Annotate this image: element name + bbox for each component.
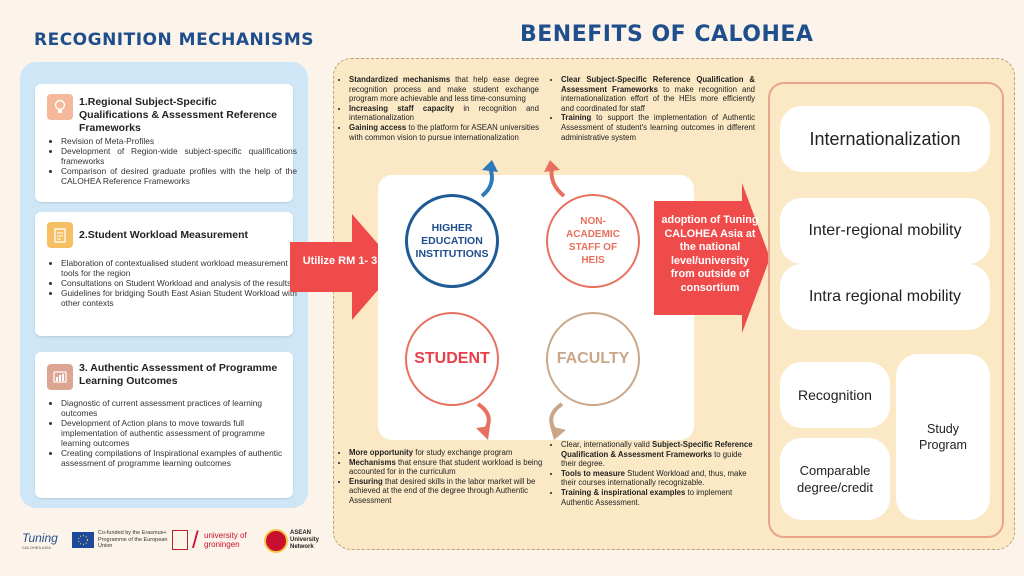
document-icon — [47, 222, 73, 248]
faculty-circle: FACULTY — [546, 312, 640, 406]
adoption-arrow — [654, 183, 770, 333]
list-item: Guidelines for bridging South East Asian… — [61, 288, 297, 308]
benefit-item: Gaining access to the platform for ASEAN… — [349, 123, 539, 142]
benefit-item: Training to support the implementation o… — [561, 113, 755, 142]
benefit-item: Training & inspirational examples to imp… — [561, 488, 753, 507]
benefit-item: Standardized mechanisms that help ease d… — [349, 75, 539, 104]
list-item: Diagnostic of current assessment practic… — [61, 398, 297, 418]
mechanism-card-1: 1.Regional Subject-Specific Qualificatio… — [35, 84, 297, 202]
faculty-curved-arrow — [549, 402, 566, 440]
outcome-inter-regional-mobility: Inter-regional mobility — [780, 198, 990, 264]
hei-curved-arrow — [480, 160, 498, 198]
outcome-comparable-degree: Comparable degree/credit — [780, 438, 890, 520]
lightbulb-icon — [47, 94, 73, 120]
list-item: Revision of Meta-Profiles — [61, 136, 297, 146]
hei-circle: HIGHER EDUCATION INSTITUTIONS — [405, 194, 499, 288]
benefit-item: Clear, internationally valid Subject-Spe… — [561, 440, 753, 469]
list-item: Comparison of desired graduate profiles … — [61, 166, 297, 186]
mechanism-title-1: 1.Regional Subject-Specific Qualificatio… — [79, 96, 278, 134]
utilize-arrow-label: Utilize RM 1- 3 — [302, 255, 378, 267]
mechanism-card-2: 2.Student Workload Measurement Elaborati… — [35, 212, 297, 336]
student-curved-arrow — [476, 402, 491, 440]
outcome-internationalization: Internationalization — [780, 106, 990, 172]
list-item: Development of Region-wide subject-speci… — [61, 146, 297, 166]
divider-slash-icon: / — [192, 527, 199, 554]
student-circle: STUDENT — [405, 312, 499, 406]
adoption-label: adoption of Tuning CALOHEA Asia at the n… — [661, 214, 759, 294]
benefit-item: Ensuring that desired skills in the labo… — [349, 477, 545, 506]
nonacad-curved-arrow — [544, 160, 566, 198]
benefits-title: BENEFITS OF CALOHEA — [520, 22, 814, 47]
footer-logos: Tuning CALOHEA ASIA Co-funded by the Era… — [20, 525, 340, 565]
list-item: Consultations on Student Workload and an… — [61, 278, 297, 288]
benefit-item: Increasing staff capacity in recognition… — [349, 104, 539, 123]
nonacademic-staff-circle: NON-ACADEMIC STAFF OF HEIS — [546, 194, 640, 288]
faculty-benefits-list: Clear, internationally valid Subject-Spe… — [552, 440, 753, 507]
hei-benefits-list: Standardized mechanisms that help ease d… — [340, 75, 539, 142]
tuning-logo: Tuning CALOHEA ASIA — [22, 531, 58, 550]
list-item: Development of Action plans to move towa… — [61, 418, 297, 448]
groningen-logo: university of groningen — [204, 531, 247, 549]
benefit-item: Mechanisms that ensure that student work… — [349, 458, 545, 477]
utilize-arrow — [290, 214, 398, 320]
mechanism-list-3: Diagnostic of current assessment practic… — [49, 398, 297, 468]
asean-emblem-icon — [264, 529, 288, 553]
mechanism-list-2: Elaboration of contextualised student wo… — [49, 258, 297, 308]
mechanism-title-3: 3. Authentic Assessment of Programme Lea… — [79, 362, 278, 387]
asean-network-text: ASEAN University Network — [290, 530, 320, 550]
chart-icon — [47, 364, 73, 390]
outcome-recognition: Recognition — [780, 362, 890, 428]
outcome-study-program: Study Program — [896, 354, 990, 520]
eu-flag-icon — [72, 532, 94, 548]
benefit-item: Tools to measure Student Workload and, t… — [561, 469, 753, 488]
groningen-crest-icon — [172, 530, 188, 550]
benefit-item: Clear Subject-Specific Reference Qualifi… — [561, 75, 755, 113]
mechanism-list-1: Revision of Meta-Profiles Development of… — [49, 136, 297, 186]
outcome-intra-regional-mobility: Intra regional mobility — [780, 264, 990, 330]
list-item: Elaboration of contextualised student wo… — [61, 258, 297, 278]
mechanism-title-2: 2.Student Workload Measurement — [79, 229, 249, 241]
student-benefits-list: More opportunity for study exchange prog… — [340, 448, 545, 506]
list-item: Creating compilations of Inspirational e… — [61, 448, 297, 468]
nonacademic-benefits-list: Clear Subject-Specific Reference Qualifi… — [552, 75, 755, 142]
mechanism-card-3: 3. Authentic Assessment of Programme Lea… — [35, 352, 293, 498]
eu-cofunded-text: Co-funded by the Erasmus+ Programme of t… — [98, 530, 168, 549]
recognition-mechanisms-title: RECOGNITION MECHANISMS — [34, 30, 315, 50]
benefit-item: More opportunity for study exchange prog… — [349, 448, 545, 458]
